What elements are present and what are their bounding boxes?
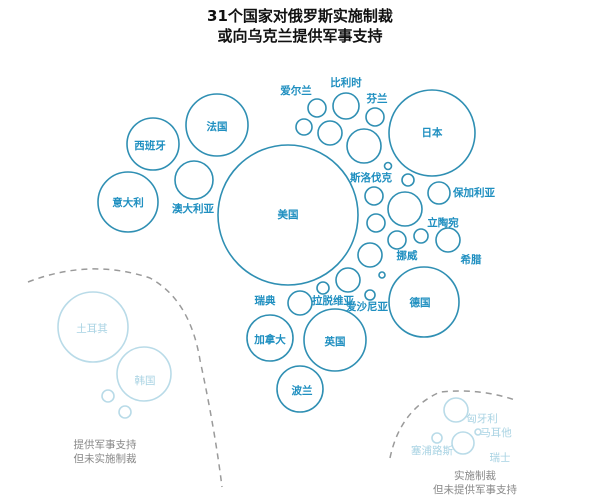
country-bubble [474,428,482,436]
country-label-germany: 德国 [409,296,431,309]
country-bubble [295,118,313,136]
group-label-sanctions-only-1: 实施制裁 [454,469,496,482]
country-bubble [365,107,385,127]
country-label-uk: 英国 [324,335,346,348]
country-label-switzerland: 瑞士 [490,451,511,464]
country-label-poland: 波兰 [292,384,313,397]
country-bubble [246,314,294,362]
country-label-estonia: 爱沙尼亚 [346,300,388,313]
left-group-divider [27,268,223,488]
country-bubble [443,397,469,423]
country-bubble [57,291,129,363]
group-label-sanctions-only-2: 但未提供军事支持 [433,483,517,496]
country-bubble [332,92,360,120]
country-label-finland: 芬兰 [366,92,388,105]
country-label-ireland: 爱尔兰 [280,84,312,97]
country-bubble [431,432,443,444]
country-bubble [364,289,376,301]
country-bubble [116,346,172,402]
country-label-malta: 马耳他 [480,426,512,439]
right-group-divider [389,390,516,459]
chart-title-line1: 31个国家对俄罗斯实施制裁 [207,7,393,25]
country-bubble [413,228,429,244]
country-label-hungary: 匈牙利 [466,412,498,425]
country-bubble [126,117,180,171]
chart-title-line2: 或向乌克兰提供军事支持 [217,27,383,45]
country-bubble [174,160,214,200]
country-bubble [185,93,249,157]
country-bubble [317,120,343,146]
country-bubble [364,186,384,206]
country-bubble [276,365,324,413]
country-label-lithuania: 立陶宛 [427,216,459,229]
country-label-sweden: 瑞典 [255,294,276,307]
country-bubble [387,191,423,227]
country-bubble [451,431,475,455]
country-bubble [287,290,313,316]
country-label-australia: 澳大利亚 [172,202,214,215]
country-bubble [316,281,330,295]
country-bubble [388,89,476,177]
country-label-canada: 加拿大 [253,333,286,346]
country-bubble [401,173,415,187]
country-label-belgium: 比利时 [330,76,362,89]
country-bubble [366,213,386,233]
country-bubble [118,405,132,419]
country-bubble [335,267,361,293]
country-label-spain: 西班牙 [134,139,166,152]
country-bubble [435,227,461,253]
country-label-norway: 挪威 [397,249,418,262]
country-label-italy: 意大利 [112,196,144,209]
country-label-france: 法国 [207,120,228,133]
country-bubble [346,128,382,164]
country-bubble [378,271,386,279]
country-label-turkey: 土耳其 [76,322,108,335]
country-bubble [387,230,407,250]
country-label-cyprus: 塞浦路斯 [411,444,453,457]
country-bubble [217,144,359,286]
group-label-military-only-1: 提供军事支持 [74,438,137,451]
country-bubble [357,242,383,268]
country-label-bulgaria: 保加利亚 [452,186,495,199]
country-bubble [101,389,115,403]
country-label-slovakia: 斯洛伐克 [350,171,392,184]
country-bubble [97,171,159,233]
country-label-korea: 韩国 [135,374,156,387]
country-bubble [388,266,460,338]
country-label-usa: 美国 [278,208,299,221]
country-bubble [383,161,393,171]
group-label-military-only-2: 但未实施制裁 [74,452,137,465]
country-label-japan: 日本 [422,126,443,139]
country-label-greece: 希腊 [460,253,482,266]
country-bubble [307,98,327,118]
country-bubble [303,308,367,372]
country-label-latvia: 拉脱维亚 [312,294,354,307]
country-bubble [427,181,451,205]
